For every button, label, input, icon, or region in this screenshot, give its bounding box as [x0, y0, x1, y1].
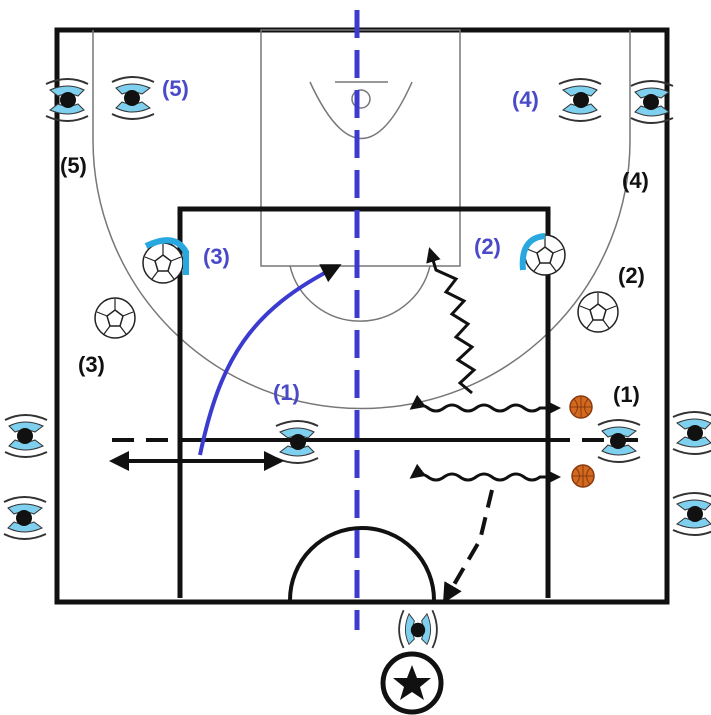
label-black-4: (4) — [622, 168, 649, 193]
player-top-view-icon — [45, 78, 89, 122]
coach-marker — [380, 651, 444, 715]
players — [3, 76, 711, 649]
label-blue-3: (3) — [203, 244, 230, 269]
dribble-arrow-bottom — [409, 463, 561, 485]
player-top-view-icon — [672, 411, 711, 455]
label-blue-4: (4) — [512, 87, 539, 112]
label-black-1: (1) — [613, 382, 640, 407]
movement-arrows — [109, 247, 561, 604]
star-icon — [393, 665, 431, 700]
backboard-arc — [309, 81, 413, 139]
drill-zone — [177, 206, 551, 598]
label-blue-5: (5) — [162, 76, 189, 101]
dribble-arrow-top — [409, 394, 561, 416]
player-top-view-icon — [577, 291, 619, 333]
ball-players — [94, 233, 619, 339]
player-accent — [144, 237, 189, 275]
player-top-view-icon — [4, 414, 48, 458]
free-throw-circle — [289, 265, 431, 322]
player-accent — [519, 233, 546, 271]
player-top-view-icon — [3, 496, 47, 540]
center-circle — [288, 526, 436, 601]
label-black-3: (3) — [78, 352, 105, 377]
label-blue-2: (2) — [474, 234, 501, 259]
label-black-2: (2) — [618, 263, 645, 288]
player-top-view-icon — [111, 76, 155, 120]
key-area — [260, 29, 461, 267]
cut-arrow-blue — [198, 264, 342, 456]
basket-rim — [351, 89, 371, 109]
dribble-arrow-zigzag — [426, 247, 477, 395]
player-top-view-icon — [142, 242, 184, 284]
basketball-icon — [569, 395, 593, 419]
basketball-icon — [571, 464, 595, 488]
player-top-view-icon — [558, 78, 602, 122]
label-blue-1: (1) — [273, 380, 300, 405]
three-point-arc — [92, 30, 631, 410]
player-top-view-icon — [94, 297, 136, 339]
player-top-view-icon — [398, 609, 438, 649]
label-black-5: (5) — [60, 153, 87, 178]
player-top-view-icon — [672, 492, 711, 536]
pass-arrow-dashed — [442, 489, 494, 604]
